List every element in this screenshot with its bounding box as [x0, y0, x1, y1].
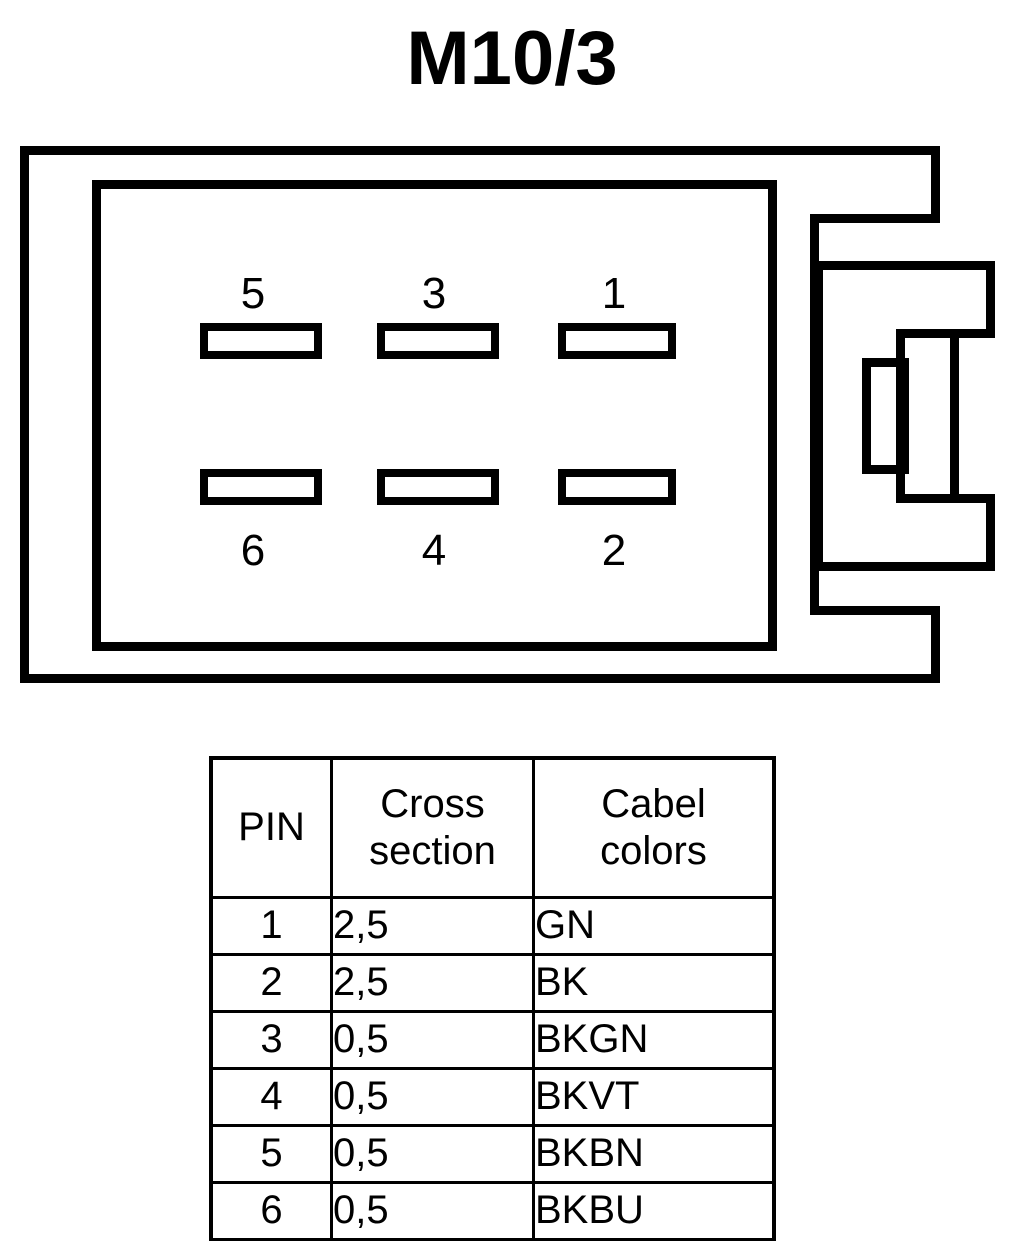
cell-cross: 2,5 [330, 896, 535, 956]
cell-cross: 0,5 [330, 1067, 535, 1127]
pin-label-3: 3 [422, 269, 446, 318]
cell-pin: 2 [210, 953, 333, 1013]
connector-inner-housing [92, 180, 777, 651]
connector-drawing: 5 3 1 6 4 2 [20, 146, 995, 683]
pin-table-container: PIN Cross section Cabel colors 1 2,5 GN … [209, 756, 776, 1241]
header-cross-line2: section [369, 829, 496, 873]
cell-colors: BKVT [532, 1067, 775, 1127]
header-pin-line1: PIN [238, 805, 305, 850]
cell-pin: 5 [210, 1124, 333, 1184]
table-row: 2 2,5 BK [210, 953, 775, 1013]
header-cable-colors: Cabel colors [532, 757, 775, 899]
cell-pin: 6 [210, 1181, 333, 1241]
pin-label-2: 2 [602, 526, 626, 575]
cell-colors: GN [532, 896, 775, 956]
header-colors-line2: colors [600, 829, 707, 873]
pin-slot-5[interactable] [200, 323, 322, 359]
table-row: 3 0,5 BKGN [210, 1010, 775, 1070]
connector-outer-housing [20, 146, 940, 683]
header-cross-line1: Cross [380, 781, 485, 826]
pin-slot-6[interactable] [200, 469, 322, 505]
table-row: 4 0,5 BKVT [210, 1067, 775, 1127]
connector-diagram: 5 3 1 6 4 2 [0, 118, 1024, 718]
pin-label-5: 5 [241, 269, 265, 318]
cell-cross: 0,5 [330, 1181, 535, 1241]
pin-label-4: 4 [422, 526, 446, 575]
pin-label-1: 1 [602, 269, 626, 318]
table-row: 6 0,5 BKBU [210, 1181, 775, 1241]
cell-cross: 0,5 [330, 1124, 535, 1184]
cell-pin: 1 [210, 896, 333, 956]
table-row: 5 0,5 BKBN [210, 1124, 775, 1184]
connector-latch-tab [862, 358, 909, 474]
header-colors-line1: Cabel [601, 781, 706, 826]
page-title: M10/3 [406, 16, 618, 101]
cell-cross: 0,5 [330, 1010, 535, 1070]
header-cross-section: Cross section [330, 757, 535, 899]
pin-slot-4[interactable] [377, 469, 499, 505]
pin-slot-1[interactable] [558, 323, 676, 359]
cell-pin: 4 [210, 1067, 333, 1127]
table-header-row: PIN Cross section Cabel colors [210, 757, 775, 899]
title-area: M10/3 [0, 0, 1024, 118]
header-pin: PIN [210, 757, 333, 899]
pin-slot-3[interactable] [377, 323, 499, 359]
cell-colors: BKGN [532, 1010, 775, 1070]
pin-label-6: 6 [241, 526, 265, 575]
pin-slot-2[interactable] [558, 469, 676, 505]
pin-table: PIN Cross section Cabel colors 1 2,5 GN … [209, 756, 776, 1241]
cell-colors: BK [532, 953, 775, 1013]
table-row: 1 2,5 GN [210, 896, 775, 956]
cell-colors: BKBU [532, 1181, 775, 1241]
cell-cross: 2,5 [330, 953, 535, 1013]
cell-pin: 3 [210, 1010, 333, 1070]
cell-colors: BKBN [532, 1124, 775, 1184]
